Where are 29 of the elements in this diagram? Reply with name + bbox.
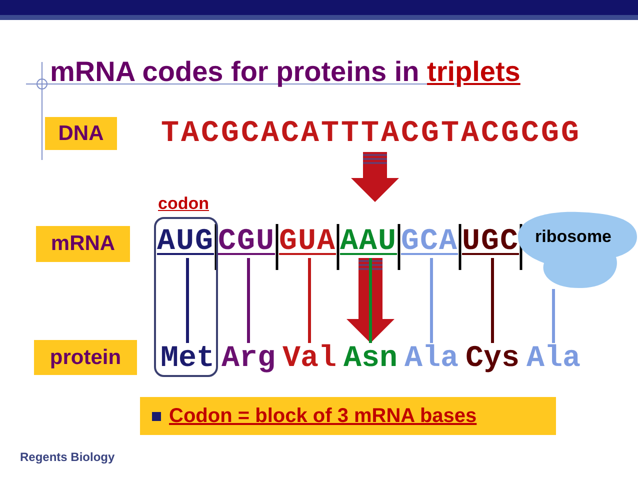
codon-text: GUA — [277, 226, 338, 258]
connector-line — [552, 289, 555, 343]
block-arrow — [346, 258, 394, 343]
amino-acid: Met — [157, 343, 218, 375]
codon-label: codon — [158, 194, 209, 214]
amino-acid: Val — [279, 343, 340, 375]
connector-line — [186, 258, 189, 343]
row-label: mRNA — [36, 226, 130, 262]
amino-acid: Ala — [523, 343, 584, 375]
amino-acid: Asn — [340, 343, 401, 375]
connector-line — [491, 258, 494, 343]
definition-text: Codon = block of 3 mRNA bases — [169, 404, 477, 428]
row-label: protein — [34, 340, 137, 375]
amino-acid: Ala — [401, 343, 462, 375]
amino-acid: Arg — [218, 343, 279, 375]
connector-line — [308, 258, 311, 343]
footer-text: Regents Biology — [20, 450, 115, 464]
dna-sequence: TACGCACATTTACGTACGCGG — [155, 116, 587, 152]
row-label: DNA — [45, 117, 117, 150]
codon-text: AUG — [155, 226, 216, 258]
connector-line — [247, 258, 250, 343]
ribosome-label: ribosome — [535, 227, 612, 247]
connector-line — [430, 258, 433, 343]
codon-text: GCA — [399, 226, 460, 258]
codon-text: AAU — [338, 226, 399, 258]
codon-text: UGC — [460, 226, 521, 258]
amino-acid: Cys — [462, 343, 523, 375]
slide-title: mRNA codes for proteins in triplets — [50, 56, 520, 88]
codon-text: CGU — [216, 226, 277, 258]
